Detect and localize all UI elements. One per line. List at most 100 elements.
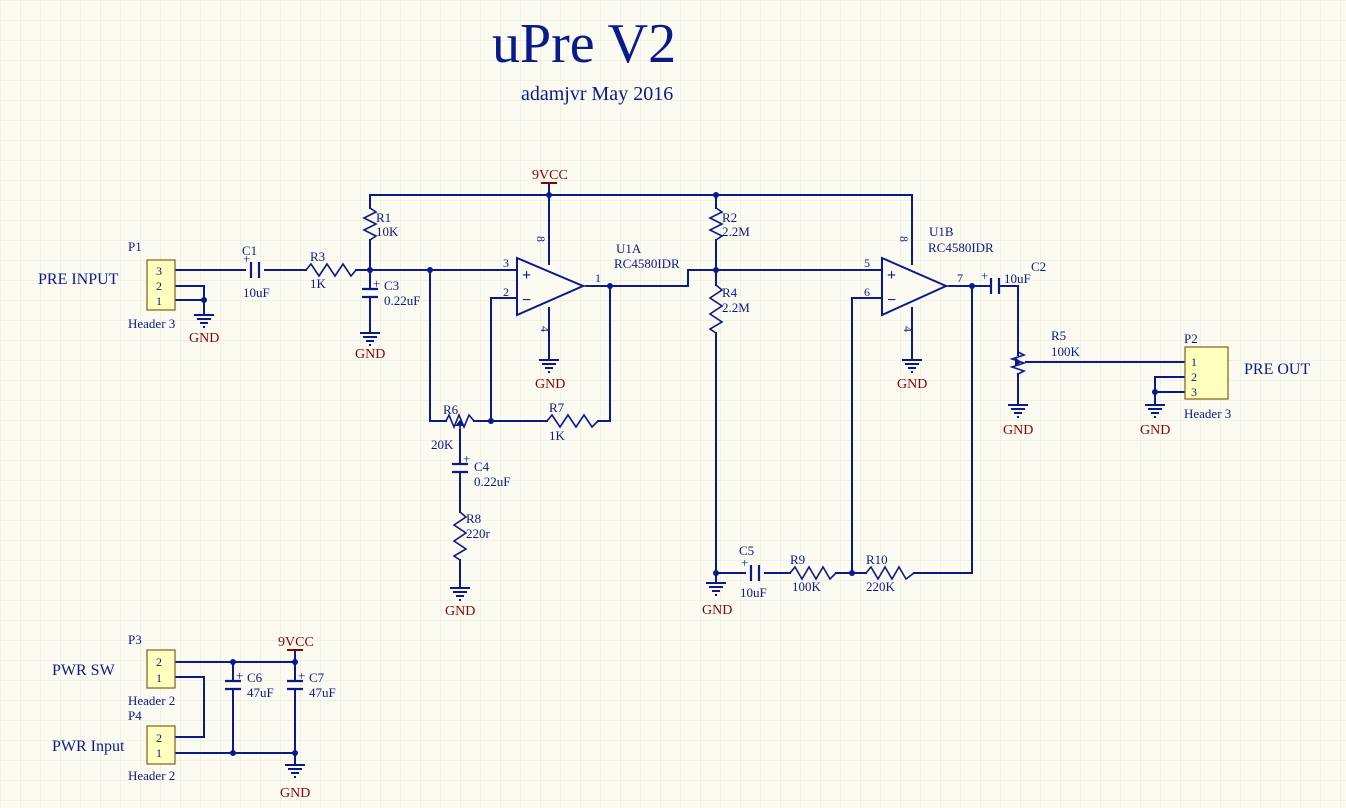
u1b-ref: U1B bbox=[929, 224, 954, 239]
u1b-pin: 5 bbox=[864, 256, 870, 270]
p2-ref: P2 bbox=[1184, 331, 1198, 346]
gnd-label: GND bbox=[1140, 423, 1170, 438]
vcc-symbol: 9VCC bbox=[532, 168, 568, 184]
resistor-r10[interactable]: R10 220K bbox=[865, 552, 915, 594]
gnd-label: GND bbox=[702, 603, 732, 618]
r4-ref: R4 bbox=[722, 285, 738, 300]
p4-pin: 1 bbox=[156, 746, 162, 760]
c1-value: 10uF bbox=[243, 285, 270, 300]
opamp-u1a[interactable]: + − 3 2 1 8 4 U1A RC4580IDR bbox=[503, 231, 680, 339]
u1a-pin: 1 bbox=[595, 271, 601, 285]
resistor-r2[interactable]: R2 2.2M bbox=[708, 207, 750, 241]
connector-p1[interactable]: P1 3 2 1 Header 3 PRE INPUT bbox=[38, 239, 176, 331]
r2-ref: R2 bbox=[722, 210, 737, 225]
wires bbox=[174, 182, 1186, 766]
capacitor-c6[interactable]: + C6 47uF bbox=[225, 668, 274, 700]
c1-ref: C1 bbox=[242, 243, 257, 258]
junction-dots bbox=[201, 192, 1158, 756]
u1a-pin: 8 bbox=[534, 236, 548, 242]
ground-symbol: GND bbox=[280, 764, 310, 801]
p3-ref: P3 bbox=[128, 632, 142, 647]
vcc-symbol: 9VCC bbox=[278, 635, 314, 651]
u1a-pin: 4 bbox=[538, 326, 552, 332]
c6-value: 47uF bbox=[247, 685, 274, 700]
r7-ref: R7 bbox=[549, 400, 565, 415]
resistor-r9[interactable]: R9 100K bbox=[789, 552, 837, 594]
c3-value: 0.22uF bbox=[384, 293, 420, 308]
u1b-pin: 7 bbox=[957, 271, 963, 285]
capacitor-c1[interactable]: + C1 10uF bbox=[242, 243, 270, 300]
capacitor-c3[interactable]: + C3 0.22uF bbox=[362, 276, 420, 308]
page-subtitle: adamjvr May 2016 bbox=[521, 83, 673, 105]
opamp-u1b[interactable]: + − 5 6 7 8 4 U1B RC4580IDR bbox=[864, 224, 994, 339]
u1a-pin: 2 bbox=[503, 285, 509, 299]
r5-ref: R5 bbox=[1051, 328, 1066, 343]
c3-polarity: + bbox=[373, 276, 380, 291]
connector-p3[interactable]: P3 2 1 Header 2 PWR SW bbox=[52, 632, 176, 708]
connector-p2[interactable]: P2 1 2 3 Header 3 PRE OUT bbox=[1184, 331, 1310, 421]
u1b-minus-sign: − bbox=[887, 292, 896, 309]
potentiometer-r6[interactable]: R6 20K bbox=[431, 402, 475, 452]
resistor-r3[interactable]: R3 1K bbox=[305, 249, 357, 291]
p3-label: PWR SW bbox=[52, 662, 116, 679]
gnd-label: GND bbox=[535, 377, 565, 392]
connector-p4[interactable]: P4 2 1 Header 2 PWR Input bbox=[52, 708, 176, 783]
gnd-label: GND bbox=[1003, 423, 1033, 438]
p3-body bbox=[146, 649, 176, 689]
c7-value: 47uF bbox=[309, 685, 336, 700]
p1-ref: P1 bbox=[128, 239, 142, 254]
ground-symbol: GND bbox=[445, 587, 475, 619]
gnd-label: GND bbox=[355, 347, 385, 362]
potentiometer-r5[interactable]: R5 100K bbox=[1009, 328, 1081, 375]
ground-symbol: GND bbox=[897, 359, 927, 392]
c5-polarity: + bbox=[741, 555, 748, 570]
c3-ref: C3 bbox=[384, 278, 399, 293]
resistor-r7[interactable]: R7 1K bbox=[546, 400, 599, 443]
capacitor-c5[interactable]: + C5 10uF bbox=[739, 543, 767, 600]
gnd-label: GND bbox=[189, 331, 219, 346]
resistor-r8[interactable]: R8 220r bbox=[452, 511, 491, 561]
p1-label: PRE INPUT bbox=[38, 271, 119, 288]
resistor-r4[interactable]: R4 2.2M bbox=[708, 284, 750, 334]
gnd-label: GND bbox=[445, 604, 475, 619]
c7-polarity: + bbox=[298, 668, 305, 683]
r5-value: 100K bbox=[1051, 344, 1081, 359]
p1-body bbox=[146, 259, 176, 311]
u1a-plus-sign: + bbox=[522, 267, 531, 284]
r10-value: 220K bbox=[866, 579, 896, 594]
p1-type: Header 3 bbox=[128, 316, 175, 331]
ground-symbol: GND bbox=[535, 359, 565, 392]
p4-body bbox=[146, 725, 176, 765]
c4-value: 0.22uF bbox=[474, 474, 510, 489]
capacitor-c7[interactable]: + C7 47uF bbox=[287, 668, 336, 700]
c5-value: 10uF bbox=[740, 585, 767, 600]
c4-polarity: + bbox=[463, 451, 470, 466]
p4-label: PWR Input bbox=[52, 738, 125, 755]
u1b-part: RC4580IDR bbox=[928, 240, 994, 255]
r4-value: 2.2M bbox=[722, 300, 750, 315]
ground-symbol: GND bbox=[1003, 404, 1033, 438]
p3-pin: 2 bbox=[156, 655, 162, 669]
u1b-pin: 4 bbox=[901, 326, 915, 332]
r8-ref: R8 bbox=[466, 511, 481, 526]
p1-pin: 2 bbox=[156, 279, 162, 293]
page-title: uPre V2 bbox=[492, 13, 676, 75]
c6-polarity: + bbox=[236, 668, 243, 683]
ground-symbol: GND bbox=[702, 582, 732, 618]
r1-ref: R1 bbox=[376, 210, 391, 225]
r7-value: 1K bbox=[549, 428, 566, 443]
capacitor-c2[interactable]: + C2 10uF bbox=[981, 259, 1046, 294]
capacitor-c4[interactable]: + C4 0.22uF bbox=[452, 451, 510, 489]
r6-wiper-arrow bbox=[455, 420, 465, 426]
c5-ref: C5 bbox=[739, 543, 754, 558]
gnd-label: GND bbox=[280, 786, 310, 801]
resistor-r1[interactable]: R1 10K bbox=[362, 207, 399, 241]
r10-ref: R10 bbox=[866, 552, 888, 567]
vcc-label: 9VCC bbox=[278, 635, 314, 650]
p4-pin: 2 bbox=[156, 731, 162, 745]
c1-polarity: + bbox=[243, 251, 250, 266]
r3-value: 1K bbox=[310, 276, 327, 291]
p2-body bbox=[1184, 346, 1229, 400]
